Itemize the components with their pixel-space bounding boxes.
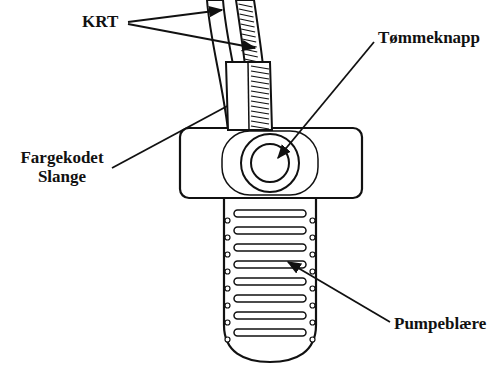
spring-stroke [240, 19, 254, 22]
spring-stroke [239, 9, 253, 12]
spring-stroke [251, 76, 269, 79]
bulb-rib [234, 329, 306, 336]
spring-stroke [251, 106, 269, 109]
bulb-dot [225, 286, 230, 291]
bulb-rib [234, 227, 306, 234]
leader-line [112, 96, 246, 168]
spring-stroke [251, 111, 269, 114]
bulb-dot [225, 269, 230, 274]
spring-stroke [251, 91, 269, 94]
bulb-dot [225, 337, 230, 342]
bulb-ribs [225, 210, 315, 342]
spring-stroke [251, 121, 269, 124]
bulb-rib [234, 278, 306, 285]
pump-bulb [224, 198, 316, 362]
housing-ring [222, 131, 318, 195]
spring-stroke [242, 39, 256, 42]
bulb-dot [225, 218, 230, 223]
spring-stroke [241, 29, 255, 32]
spring-coil [251, 66, 269, 129]
spring-stroke [251, 66, 269, 69]
bulb-dot [310, 286, 315, 291]
spring-stroke [243, 49, 257, 52]
spring-stroke [241, 24, 255, 27]
leader-line [128, 24, 255, 48]
part-label: Pumpeblære [394, 314, 486, 333]
deflate-button [251, 144, 289, 182]
spring-stroke [244, 54, 258, 57]
bulb-dot [310, 218, 315, 223]
bulb-dot [310, 337, 315, 342]
spring-stroke [251, 116, 269, 119]
bulb-rib [234, 244, 306, 251]
bulb-rib [234, 295, 306, 302]
spring-stroke [251, 126, 269, 129]
bulb-dot [310, 269, 315, 274]
spring-stroke [251, 71, 269, 74]
spring-stroke [251, 96, 269, 99]
bulb-rib [234, 210, 306, 217]
spring-stroke [251, 101, 269, 104]
spring-stroke [251, 81, 269, 84]
leader-line [288, 262, 390, 322]
bulb-dot [225, 235, 230, 240]
spring-stroke [242, 34, 256, 37]
bulb-dot [310, 320, 315, 325]
part-label: Tømmeknapp [378, 28, 480, 47]
bulb-rib [234, 312, 306, 319]
bulb-dot [310, 252, 315, 257]
spring-stroke [238, 4, 252, 7]
bulb-dot [310, 235, 315, 240]
leader-line [278, 42, 374, 158]
leader-line [128, 10, 222, 22]
bulb-dot [225, 320, 230, 325]
spring-stroke [251, 86, 269, 89]
sleeve-divider [248, 62, 249, 130]
spring-stroke [240, 14, 254, 17]
bulb-dot [225, 252, 230, 257]
color-coded-sleeve [226, 62, 272, 130]
part-label: Fargekodet Slange [14, 148, 110, 186]
pump-housing [180, 128, 362, 198]
bulb-dot [225, 303, 230, 308]
bulb-dot [310, 303, 315, 308]
part-label: KRT [82, 12, 118, 31]
